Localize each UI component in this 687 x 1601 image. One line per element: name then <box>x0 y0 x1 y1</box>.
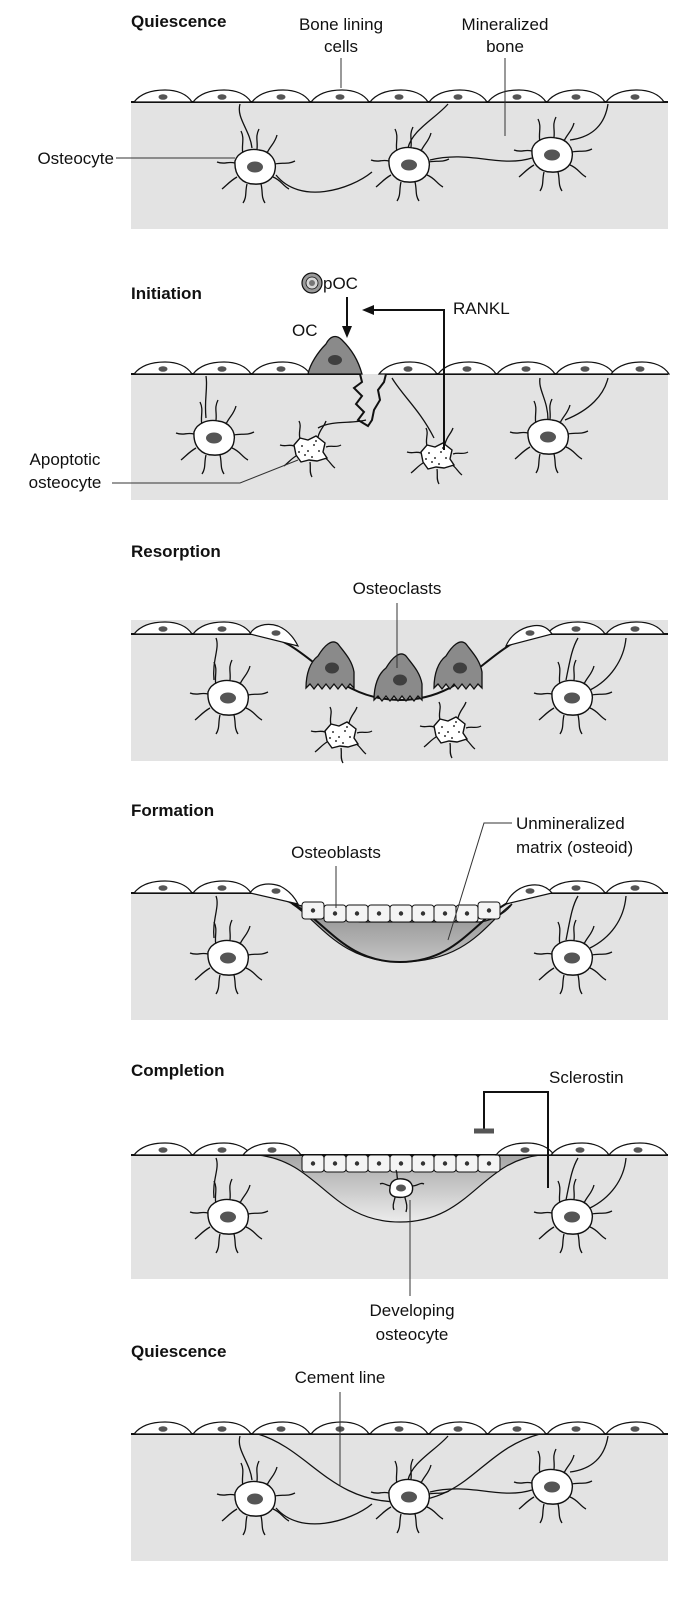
canaliculi <box>204 375 609 439</box>
panel-initiation: Initiation <box>29 272 670 500</box>
rankl-arrowhead <box>362 305 374 315</box>
panel-title: Initiation <box>131 284 202 303</box>
panel-resorption: Resorption <box>131 542 668 764</box>
panel-quiescence-1: Quiescence Bone lining cells <box>37 12 668 229</box>
leader-unmineralized-matrix <box>447 822 512 941</box>
panel-completion: Completion <box>131 1061 668 1344</box>
resorption-pit-surface <box>131 373 668 428</box>
canaliculi <box>238 103 609 193</box>
label-mineralized-bone-1: Mineralized <box>462 15 549 34</box>
canaliculi <box>238 1435 609 1525</box>
label-cement-line: Cement line <box>295 1368 386 1387</box>
label-mineralized-bone-2: bone <box>486 37 524 56</box>
osteoclast-oc <box>307 335 363 375</box>
label-poc: pOC <box>323 274 358 293</box>
bone-lining-cells <box>133 621 665 647</box>
osteoblasts <box>301 901 501 923</box>
panel-title: Quiescence <box>131 1342 226 1361</box>
canaliculi <box>213 895 627 949</box>
label-developing-osteocyte-2: osteocyte <box>376 1325 449 1344</box>
bone-lining-cells <box>133 880 665 905</box>
label-oc: OC <box>292 321 318 340</box>
precursor-osteoclast <box>301 272 323 294</box>
label-unmineralized-matrix-1: Unmineralized <box>516 814 625 833</box>
label-bone-lining-cells-2: cells <box>324 37 358 56</box>
panel-title: Resorption <box>131 542 221 561</box>
label-apoptotic-osteocyte-2: osteocyte <box>29 473 102 492</box>
panel-title: Formation <box>131 801 214 820</box>
panel-formation: Formation <box>131 801 668 1020</box>
developing-osteocyte <box>379 1169 425 1213</box>
label-osteocyte: Osteocyte <box>37 149 114 168</box>
resorption-cavity-surface <box>131 633 668 702</box>
label-apoptotic-osteocyte-1: Apoptotic <box>30 450 101 469</box>
label-unmineralized-matrix-2: matrix (osteoid) <box>516 838 633 857</box>
label-sclerostin: Sclerostin <box>549 1068 624 1087</box>
bone-lining-cells <box>133 361 670 375</box>
bone-lining-cells <box>133 1142 668 1156</box>
bone-lining-cells <box>133 89 665 103</box>
bone-lining-cells <box>133 1421 665 1435</box>
label-osteoblasts: Osteoblasts <box>291 843 381 862</box>
label-rankl: RANKL <box>453 299 510 318</box>
flattening-osteoblasts <box>301 1154 501 1173</box>
label-bone-lining-cells-1: Bone lining <box>299 15 383 34</box>
label-developing-osteocyte-1: Developing <box>369 1301 454 1320</box>
label-osteoclasts: Osteoclasts <box>353 579 442 598</box>
leader-apoptotic-osteocyte <box>112 459 299 484</box>
panel-title: Quiescence <box>131 12 226 31</box>
rankl-arrow <box>372 309 445 450</box>
canaliculi <box>213 1157 627 1209</box>
panel-quiescence-2: Quiescence Cement line <box>131 1342 668 1561</box>
sclerostin-inhibition-line <box>483 1091 549 1188</box>
canaliculi <box>213 637 627 691</box>
panel-title: Completion <box>131 1061 225 1080</box>
poc-arrowhead <box>342 326 352 338</box>
